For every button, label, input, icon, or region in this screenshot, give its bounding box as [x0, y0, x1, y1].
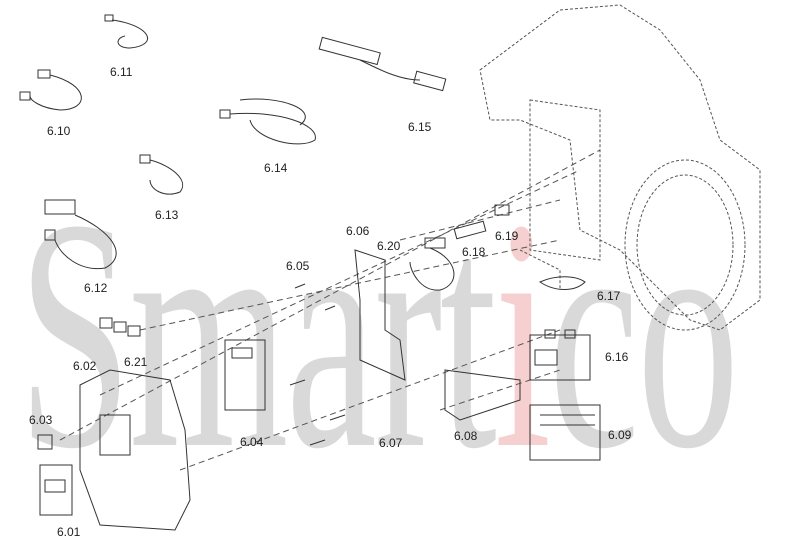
- assembly-lines: [59, 149, 601, 471]
- label-6-14: 6.14: [264, 161, 288, 175]
- connector-612: [44, 199, 117, 270]
- bracket-606: [354, 249, 406, 381]
- label-6-20: 6.20: [377, 239, 401, 253]
- label-6-08: 6.08: [454, 429, 478, 443]
- connectors-621: [99, 317, 141, 337]
- watermark-logo: Smartico: [18, 170, 739, 500]
- spacers-605: [289, 283, 346, 446]
- part-618: [453, 220, 487, 240]
- label-6-05: 6.05: [286, 259, 310, 273]
- display-601: [39, 464, 73, 516]
- rail-608: [444, 369, 521, 421]
- gasket-617: [538, 276, 586, 290]
- wiring-harness-615: [318, 36, 447, 92]
- switch-603: [37, 434, 53, 450]
- label-6-10: 6.10: [47, 124, 71, 138]
- label-6-16: 6.16: [605, 350, 629, 364]
- label-6-17: 6.17: [597, 289, 621, 303]
- circuit-board-604: [224, 339, 266, 411]
- cable-611: [104, 14, 149, 49]
- burner-housing: [479, 4, 761, 331]
- part-619: [494, 204, 510, 216]
- cable-613: [139, 154, 183, 195]
- label-6-02: 6.02: [73, 359, 97, 373]
- label-6-13: 6.13: [155, 208, 179, 222]
- label-6-01: 6.01: [57, 525, 81, 539]
- cable-614: [219, 98, 316, 145]
- label-6-09: 6.09: [608, 428, 632, 442]
- control-unit-609: [529, 404, 601, 461]
- cable-610: [19, 69, 82, 111]
- cover-602: [79, 369, 191, 531]
- label-6-06: 6.06: [346, 224, 370, 238]
- label-6-07: 6.07: [379, 436, 403, 450]
- label-6-15: 6.15: [408, 120, 432, 134]
- transformer-616: [529, 329, 591, 381]
- label-6-18: 6.18: [462, 245, 486, 259]
- sensor-620: [409, 237, 455, 291]
- label-6-19: 6.19: [495, 229, 519, 243]
- label-6-11: 6.11: [110, 65, 133, 79]
- label-6-12: 6.12: [84, 281, 108, 295]
- label-6-03: 6.03: [29, 413, 53, 427]
- label-6-04: 6.04: [240, 435, 264, 449]
- label-6-21: 6.21: [124, 355, 148, 369]
